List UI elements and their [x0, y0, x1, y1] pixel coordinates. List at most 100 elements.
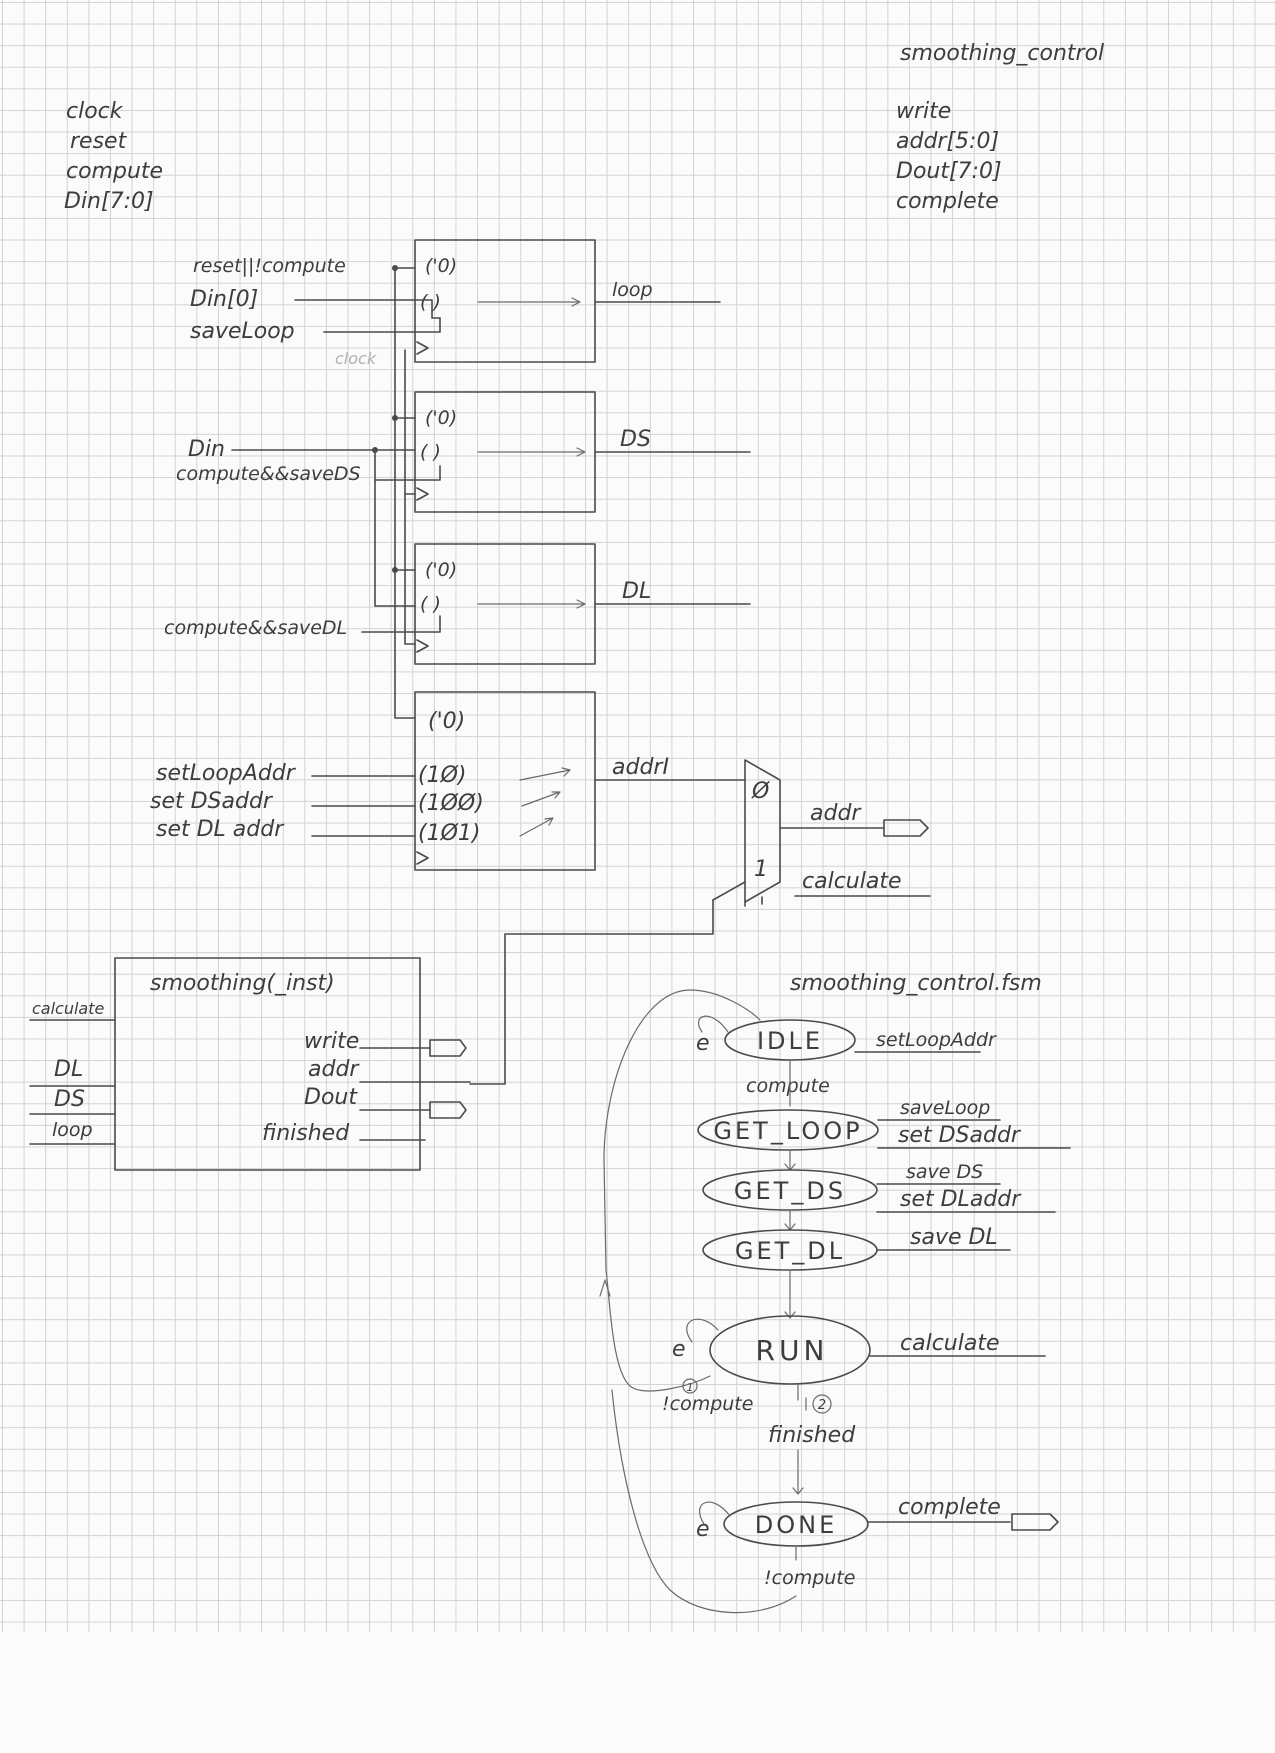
state-label: DONE: [755, 1511, 838, 1539]
signal-label: set DSaddr: [150, 789, 274, 814]
input-port: clock: [66, 99, 124, 124]
wire: [294, 299, 441, 319]
mux-input-0: Ø: [751, 779, 770, 804]
instance-output: finished: [262, 1121, 350, 1146]
arrow: [576, 447, 586, 457]
arrow: [521, 791, 561, 807]
junction-dot: [392, 415, 398, 421]
junction-dot: [392, 265, 398, 271]
clock-triangle: [416, 341, 429, 355]
signal-label: compute&&saveDL: [164, 617, 347, 639]
clock-bus: [404, 493, 416, 645]
instance-input: calculate: [32, 999, 105, 1018]
input-port: compute: [66, 159, 163, 184]
instance-output: Dout: [304, 1085, 358, 1110]
instance-input: DL: [54, 1057, 83, 1082]
arrow: [519, 767, 571, 781]
instance-box: [114, 957, 421, 1171]
state-label: RUN: [756, 1334, 829, 1367]
instance-title: smoothing(_inst): [150, 971, 335, 996]
transition-arrow-return: [603, 989, 761, 1392]
output-port-addr: [883, 819, 929, 837]
state-run: [709, 1315, 871, 1385]
reset-value: ('0): [428, 709, 465, 734]
arrow: [599, 1279, 611, 1297]
reset-value: ('0): [425, 255, 457, 277]
register-box: [414, 239, 596, 363]
data-input: ( ): [420, 291, 441, 313]
clock-triangle: [416, 487, 429, 501]
transition-label: finished: [768, 1423, 856, 1448]
signal-label: compute&&saveDS: [176, 463, 361, 485]
output-port: addr[5:0]: [896, 129, 999, 154]
mux-shape: [744, 759, 781, 903]
transition-label: !compute: [764, 1567, 855, 1589]
arrow: [519, 817, 554, 837]
junction-dot: [392, 567, 398, 573]
transition-arrow: [784, 1149, 796, 1171]
transition-arrow: [792, 1383, 804, 1495]
fsm-title: smoothing_control.fsm: [790, 971, 1042, 996]
state-output: calculate: [900, 1331, 999, 1356]
signal-label: reset||!compute: [193, 255, 346, 277]
state-output: set DSaddr: [898, 1123, 1022, 1148]
din-branch: [374, 449, 416, 607]
wire: [712, 881, 746, 901]
instance-input: DS: [54, 1087, 85, 1112]
clock-triangle: [416, 639, 429, 653]
transition-arrow: [784, 1269, 796, 1319]
addr-constant: (1Ø): [418, 763, 466, 788]
self-loop: [698, 1015, 729, 1033]
instance-output: write: [304, 1029, 359, 1054]
output-label: DS: [620, 427, 651, 452]
data-input: ( ): [420, 441, 441, 463]
wire: [323, 317, 441, 333]
page-margin: [0, 1632, 1275, 1753]
mux-output-label: addr: [810, 801, 862, 826]
dl-register: ('0) ( ) compute&&saveDL DL: [164, 543, 751, 665]
instance-output: addr: [308, 1057, 360, 1082]
smoothing-instance: smoothing(_inst) calculate DL DS loop wr…: [29, 957, 471, 1171]
state-output: setLoopAddr: [876, 1029, 997, 1051]
data-input: ( ): [420, 593, 441, 615]
faint-clock-note: clock: [335, 349, 377, 368]
state-label: GET_DL: [735, 1237, 845, 1265]
output-port: Dout[7:0]: [896, 159, 1002, 184]
signal-label: Din: [188, 437, 225, 462]
signal-label: set DL addr: [156, 817, 285, 842]
signal-label: saveLoop: [190, 319, 295, 344]
self-loop-label: e: [696, 1031, 710, 1056]
state-output: save DL: [910, 1225, 998, 1250]
self-loop: [686, 1318, 719, 1343]
state-get-loop: [697, 1109, 879, 1151]
module-title: smoothing_control: [900, 41, 1104, 66]
loop-register: ('0) ( ) reset||!compute Din[0] saveLoop…: [190, 239, 721, 368]
output-port: complete: [896, 189, 999, 214]
state-label: IDLE: [757, 1027, 823, 1055]
clock-triangle: [416, 851, 429, 865]
fsm: smoothing_control.fsm IDLE setLoopAddr e…: [599, 971, 1071, 1614]
signal-label: Din[0]: [190, 287, 258, 312]
state-output: complete: [898, 1495, 1001, 1520]
register-box: [414, 691, 596, 871]
priority-number: 2: [818, 1398, 826, 1413]
output-label: DL: [622, 579, 651, 604]
transition-label: compute: [746, 1075, 830, 1097]
reset-value: ('0): [425, 407, 457, 429]
output-label: addrI: [612, 755, 669, 780]
addr-mux: Ø 1 addr calculate: [469, 759, 931, 1085]
signal-label: setLoopAddr: [156, 761, 297, 786]
self-loop: [698, 1501, 731, 1525]
output-port-dout: [429, 1101, 467, 1119]
self-loop-label: e: [696, 1517, 710, 1542]
output-port-complete: [1011, 1513, 1059, 1531]
output-port-write: [429, 1039, 467, 1057]
wire: [361, 615, 441, 633]
arrow: [571, 297, 581, 307]
input-port-list: clock reset compute Din[7:0]: [64, 99, 163, 214]
state-output: save DS: [906, 1161, 983, 1183]
reset-value: ('0): [425, 559, 457, 581]
state-label: GET_LOOP: [713, 1117, 862, 1145]
